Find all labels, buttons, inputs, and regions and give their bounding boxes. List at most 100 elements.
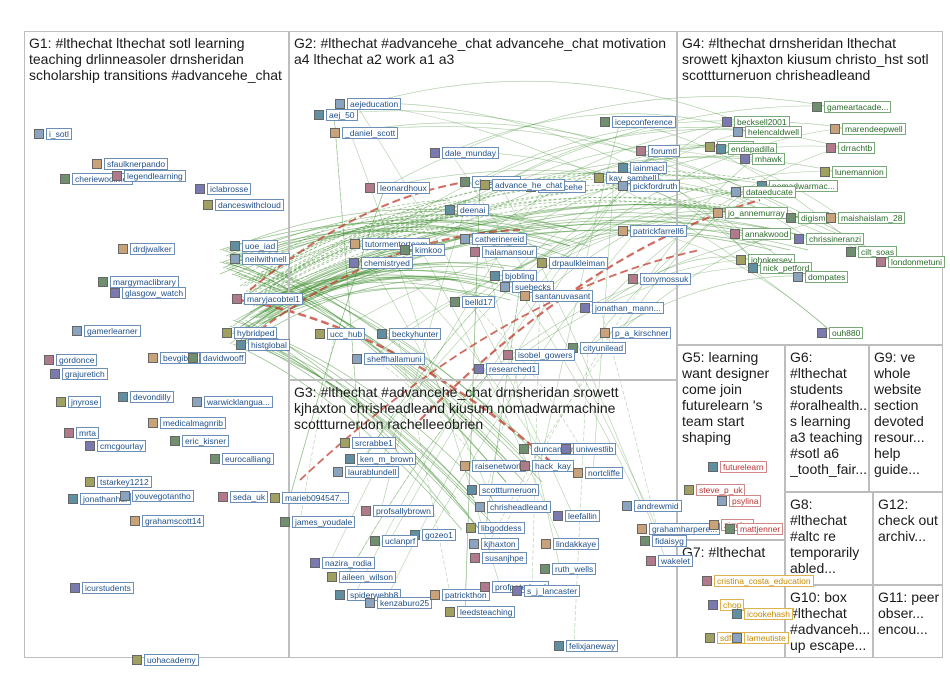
node-dale-munday[interactable]: dale_munday	[430, 147, 499, 159]
node-grahamharpere-[interactable]: grahamharpere...	[637, 523, 720, 535]
node-lunemannion[interactable]: lunemannion	[820, 166, 887, 178]
node-researched1[interactable]: researched1	[474, 363, 539, 375]
node-maryjacobtel1[interactable]: maryjacobtel1	[232, 293, 303, 305]
node-ouh880[interactable]: ouh880	[817, 327, 863, 339]
node-forumtl[interactable]: forumtl	[636, 145, 680, 157]
node-cristina-costa-education[interactable]: cristina_costa_education	[702, 575, 814, 587]
node-wakelet[interactable]: wakelet	[646, 555, 693, 567]
node-srcrabbe1[interactable]: srcrabbe1	[340, 437, 396, 449]
node-s-j-lancaster[interactable]: s_j_lancaster	[512, 585, 580, 597]
node-icurstudents[interactable]: icurstudents	[70, 582, 134, 594]
node-grajuretich[interactable]: grajuretich	[50, 368, 108, 380]
node-hybridped[interactable]: hybridped	[222, 327, 277, 339]
node-iclabrosse[interactable]: iclabrosse	[195, 183, 251, 195]
node-neilwithnell[interactable]: neilwithnell	[230, 253, 290, 265]
node-cmcgourlay[interactable]: cmcgourlay	[85, 440, 146, 452]
node-jo-annemurray[interactable]: jo_annemurray	[713, 207, 788, 219]
node-lameutiste[interactable]: lameutiste	[732, 632, 789, 644]
node-advance-he-chat[interactable]: advance_he_chat	[480, 179, 565, 191]
node-fidaisyg[interactable]: fidaisyg	[640, 535, 687, 547]
node-isobel-gowers[interactable]: isobel_gowers	[503, 349, 575, 361]
node-lindakkaye[interactable]: lindakkaye	[541, 538, 599, 550]
node-legendlearning[interactable]: legendlearning	[112, 170, 186, 182]
node-iainmacl[interactable]: iainmacl	[618, 162, 667, 174]
node-digism[interactable]: digism	[786, 212, 829, 224]
node--daniel-scott[interactable]: _daniel_scott	[330, 127, 398, 139]
node-aejeducation[interactable]: aejeducation	[335, 98, 401, 110]
node-deenai[interactable]: deenai	[445, 204, 489, 216]
node-tonymossuk[interactable]: tonymossuk	[628, 273, 691, 285]
node-hack-kay[interactable]: hack_kay	[520, 460, 574, 472]
node-catherinereid[interactable]: catherinereid	[460, 233, 527, 245]
node-histglobal[interactable]: histglobal	[236, 339, 290, 351]
node-danceswithcloud[interactable]: danceswithcloud	[203, 199, 284, 211]
node-helencaldwell[interactable]: helencaldwell	[733, 126, 802, 138]
node-glasgow-watch[interactable]: glasgow_watch	[110, 287, 186, 299]
node-jonathan-mann-[interactable]: jonathan_mann...	[580, 302, 664, 314]
node-patrickfarrell6[interactable]: patrickfarrell6	[618, 225, 687, 237]
node-susanjhpe[interactable]: susanjhpe	[470, 552, 527, 564]
node-gordonce[interactable]: gordonce	[44, 354, 97, 366]
node-drrachtb[interactable]: drrachtb	[826, 142, 875, 154]
node-gameartacade-[interactable]: gameartacade...	[812, 101, 891, 113]
node-sfaulknerpando[interactable]: sfaulknerpando	[92, 158, 168, 170]
node-ken-m-brown[interactable]: ken_m_brown	[345, 453, 416, 465]
node-eurocalliang[interactable]: eurocalliang	[210, 453, 274, 465]
node-kimkoo[interactable]: kimkoo	[400, 244, 445, 256]
node-laurablundell[interactable]: laurablundell	[333, 466, 399, 478]
node-jnyrose[interactable]: jnyrose	[56, 396, 101, 408]
node-nazira-rodia[interactable]: nazira_rodia	[310, 557, 375, 569]
node-uoe-iad[interactable]: uoe_iad	[230, 240, 278, 252]
node-raisenetwork[interactable]: raisenetwork	[460, 460, 526, 472]
node-libgoddess[interactable]: libgoddess	[466, 522, 525, 534]
node-p-a-kirschner[interactable]: p_a_kirschner	[600, 327, 671, 339]
node-ucc-hub[interactable]: ucc_hub	[315, 328, 365, 340]
node-drdjwalker[interactable]: drdjwalker	[118, 243, 175, 255]
node-icepconference[interactable]: icepconference	[600, 116, 676, 128]
node-profsallybrown[interactable]: profsallybrown	[361, 505, 434, 517]
node-mattjenner[interactable]: mattjenner	[725, 523, 783, 535]
node-leedsteaching[interactable]: leedsteaching	[445, 606, 515, 618]
node-drpaulkleiman[interactable]: drpaulkleiman	[537, 257, 608, 269]
node-tstarkey1212[interactable]: tstarkey1212	[85, 476, 152, 488]
node-uniwestlib[interactable]: uniwestlib	[561, 443, 616, 455]
node-nortcliffe[interactable]: nortcliffe	[573, 467, 623, 479]
node-james-youdale[interactable]: james_youdale	[280, 516, 355, 528]
node-uohacademy[interactable]: uohacademy	[132, 654, 199, 666]
node-seda-uk[interactable]: seda_uk	[218, 491, 268, 503]
node-psylina[interactable]: psylina	[717, 495, 761, 507]
node-futurelearn[interactable]: futurelearn	[708, 461, 767, 473]
node-marieb094547-[interactable]: marieb094547...	[270, 492, 349, 504]
node-maishaislam-28[interactable]: maishaislam_28	[826, 212, 905, 224]
node-uclanprf[interactable]: uclanprf	[370, 535, 418, 547]
node-marendeepwell[interactable]: marendeepwell	[830, 123, 906, 135]
node-chemistryed[interactable]: chemistryed	[349, 257, 413, 269]
node-eric-kisner[interactable]: eric_kisner	[170, 435, 229, 447]
node-gamerlearner[interactable]: gamerlearner	[72, 325, 141, 337]
node-leonardhoux[interactable]: leonardhoux	[365, 182, 430, 194]
node-halamansour[interactable]: halamansour	[470, 246, 537, 258]
node-beckyhunter[interactable]: beckyhunter	[377, 328, 441, 340]
node-andrewmid[interactable]: andrewmid	[622, 500, 682, 512]
node-youvegotantho[interactable]: youvegotantho	[120, 490, 194, 502]
node-chrisheadleand[interactable]: chrisheadleand	[475, 501, 551, 513]
node-medicalmagnrib[interactable]: medicalmagnrib	[148, 417, 226, 429]
node-chrissineranzi[interactable]: chrissineranzi	[794, 233, 864, 245]
node-londonmetuni[interactable]: londonmetuni	[876, 256, 945, 268]
node-sheffhallamuni[interactable]: sheffhallamuni	[352, 353, 425, 365]
node-dompates[interactable]: dompates	[793, 271, 848, 283]
node-mhawk[interactable]: mhawk	[740, 153, 785, 165]
node-warwicklangua-[interactable]: warwicklangua...	[192, 396, 273, 408]
node-pickfordruth[interactable]: pickfordruth	[618, 180, 680, 192]
node-mrta[interactable]: mrta	[64, 427, 99, 439]
node-ruth-wells[interactable]: ruth_wells	[540, 563, 596, 575]
node-icookehash[interactable]: icookehash	[732, 608, 793, 620]
node-belld17[interactable]: belld17	[450, 296, 495, 308]
node-cityunilead[interactable]: cityunilead	[568, 342, 626, 354]
node-leefallin[interactable]: leefallin	[553, 510, 600, 522]
node-felixjaneway[interactable]: felixjaneway	[554, 640, 618, 652]
node-aej-50[interactable]: aej_50	[314, 109, 358, 121]
node-kjhaxton[interactable]: kjhaxton	[469, 538, 519, 550]
node-aileen-wilson[interactable]: aileen_wilson	[327, 571, 396, 583]
node-santanuvasant[interactable]: santanuvasant	[520, 290, 593, 302]
